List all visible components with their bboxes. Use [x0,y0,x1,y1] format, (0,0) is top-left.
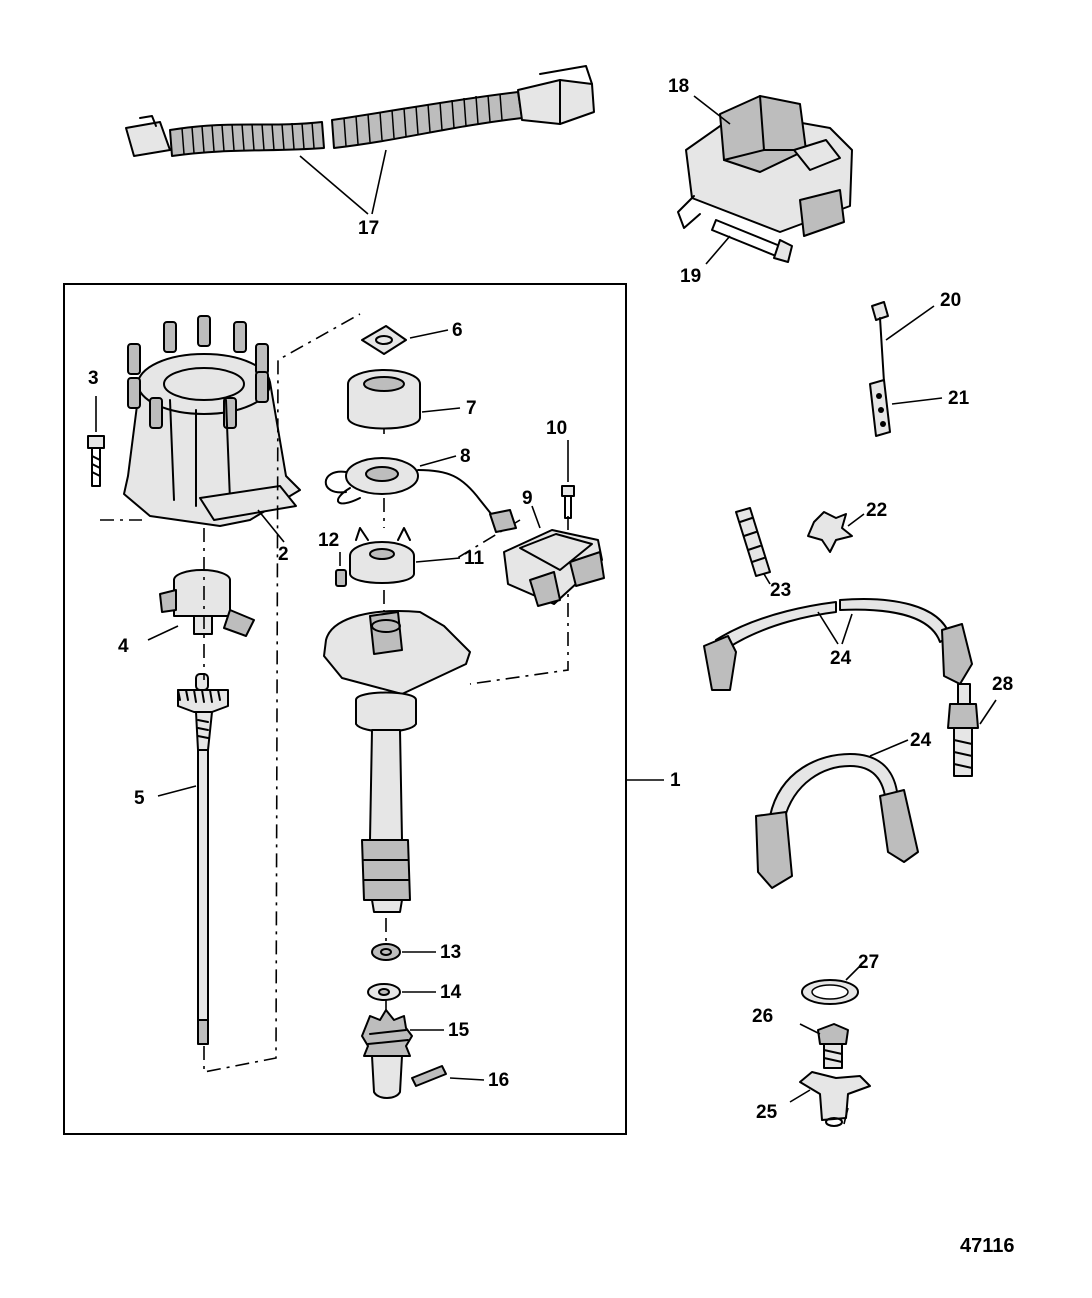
wire-clip-23: 23 [735,507,791,601]
washer-14: 14 [367,982,462,1003]
callout-5: 5 [134,788,145,809]
pickup-coil-8: 8 [324,446,517,533]
callout-21: 21 [948,388,970,409]
callout-19: 19 [680,266,701,287]
figure-number: 47116 [960,1235,1015,1257]
callout-6: 6 [452,320,463,341]
distributor-housing [323,610,471,913]
wiring-harness-17: 17 [125,65,595,239]
bolt-19: 19 [680,219,793,287]
callout-24a: 24 [830,648,852,669]
callout-3: 3 [88,368,99,389]
callout-10: 10 [546,418,567,439]
bolt-26: 26 [752,1006,849,1069]
pole-piece-7: 7 [347,369,477,430]
callout-14: 14 [440,982,462,1003]
rotor-4: 4 [118,569,255,657]
callout-9: 9 [522,488,533,509]
callout-20: 20 [940,290,961,311]
shaft-5: 5 [134,673,229,1045]
callout-28: 28 [992,674,1013,695]
separator-22: 22 [807,500,887,553]
gasket-27: 27 [801,952,879,1005]
ignition-coil-18: 18 [668,76,853,237]
callout-7: 7 [466,398,477,419]
clip-21: 21 [869,379,970,437]
callout-24b: 24 [910,730,932,751]
distributor-assembly-frame [63,283,627,1135]
distributor-cap-2: 2 [123,315,301,565]
callout-16: 16 [488,1070,509,1091]
module-screw-10: 10 [546,418,575,519]
gasket-6: 6 [361,320,463,355]
callout-17: 17 [358,218,379,239]
spark-plug-wire-24b: 24 [755,730,932,889]
callout-11: 11 [464,548,485,569]
callout-18: 18 [668,76,689,97]
retainer-11: 11 [349,527,485,584]
callout-25: 25 [756,1102,778,1123]
callout-2: 2 [278,544,289,565]
callout-23: 23 [770,580,791,601]
callout-27: 27 [858,952,879,973]
washer-13: 13 [371,942,461,963]
callout-1: 1 [670,770,681,791]
cap-screw-3: 3 [87,368,105,487]
callout-12: 12 [318,530,339,551]
pin-12: 12 [318,530,347,587]
callout-8: 8 [460,446,471,467]
spark-plug-28: 28 [947,674,1013,777]
drive-gear-15: 15 [361,1009,470,1099]
ignition-module-9: 9 [503,488,605,607]
ground-strap-20: 20 [871,290,961,383]
clamp-25: 25 [756,1071,871,1127]
callout-1-group: 1 [626,770,681,791]
callout-4: 4 [118,636,129,657]
callout-26: 26 [752,1006,773,1027]
spark-plug-wire-24a: 24 [703,598,973,691]
callout-13: 13 [440,942,461,963]
callout-15: 15 [448,1020,470,1041]
roll-pin-16: 16 [411,1065,509,1091]
callout-22: 22 [866,500,887,521]
